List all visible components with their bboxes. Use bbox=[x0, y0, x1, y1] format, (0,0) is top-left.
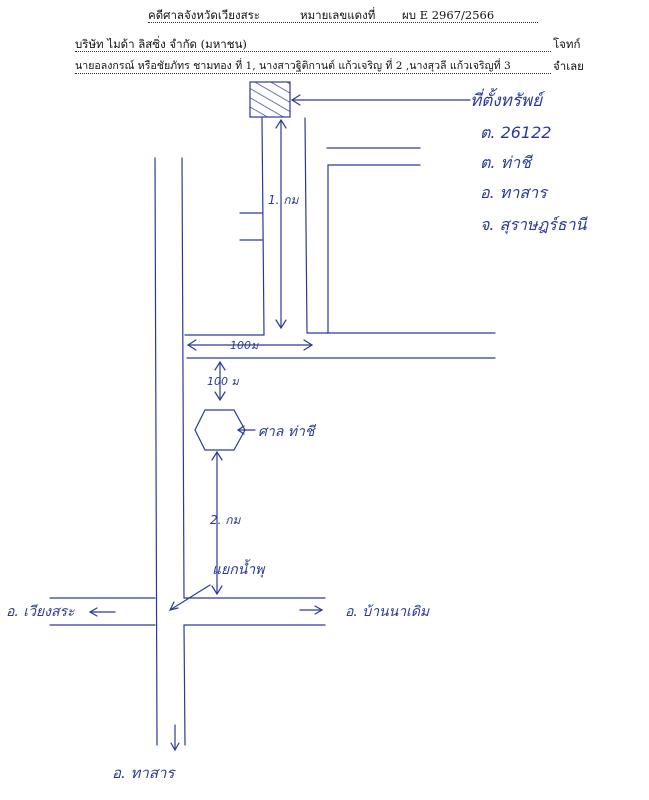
main-road-right-edge bbox=[181, 157, 185, 599]
plaintiff-role: โจทก์ bbox=[553, 37, 581, 51]
dist-2km-label: 2. กม bbox=[210, 513, 242, 527]
address-line-4: จ. สุราษฎร์ธานี bbox=[480, 215, 588, 235]
junction-label: แยกน้ำพุ bbox=[212, 559, 266, 578]
case-number: ผบ E 2967/2566 bbox=[402, 8, 495, 22]
right-block bbox=[327, 164, 496, 334]
defendants-names: นายอลงกรณ์ หรือชัยภัทร ชามทอง ที่ 1, นาง… bbox=[75, 60, 511, 72]
address-line-2: ต. ท่าชี bbox=[480, 153, 533, 172]
defendants-underline bbox=[75, 73, 551, 74]
direction-right-label: อ. บ้านนาเดิม bbox=[345, 604, 430, 620]
case-court-label: คดีศาลจังหวัดเวียงสระ bbox=[148, 8, 260, 22]
address-line-1: ต. 26122 bbox=[480, 123, 551, 142]
direction-left-label: อ. เวียงสระ bbox=[6, 604, 75, 620]
property-marker bbox=[249, 81, 291, 118]
main-road-left-edge bbox=[154, 157, 158, 746]
plaintiff-name: บริษัท ไมด้า ลิสซิ่ง จำกัด (มหาชน) bbox=[75, 37, 247, 51]
plaintiff-underline bbox=[75, 51, 551, 52]
case-number-label: หมายเลขแดงที่ bbox=[300, 8, 376, 22]
soi-road-left bbox=[261, 117, 265, 336]
junction-pointer bbox=[169, 584, 211, 611]
address-line-3: อ. ทาสาร bbox=[480, 183, 549, 202]
soi-road-right bbox=[304, 117, 308, 334]
landmark-label: ศาล ท่าชี bbox=[258, 424, 316, 440]
direction-down-label: อ. ทาสาร bbox=[112, 764, 176, 782]
defendant-role: จำเลย bbox=[553, 59, 584, 73]
court-landmark-hexagon bbox=[194, 409, 246, 451]
dist-1km-label: 1. กม bbox=[268, 193, 300, 207]
dist-100m-v-label: 100 ม bbox=[207, 375, 239, 388]
property-label: ที่ตั้งทรัพย์ bbox=[470, 87, 546, 111]
dist-100m-h-label: 100ม bbox=[230, 339, 259, 352]
case-underline bbox=[148, 22, 538, 23]
